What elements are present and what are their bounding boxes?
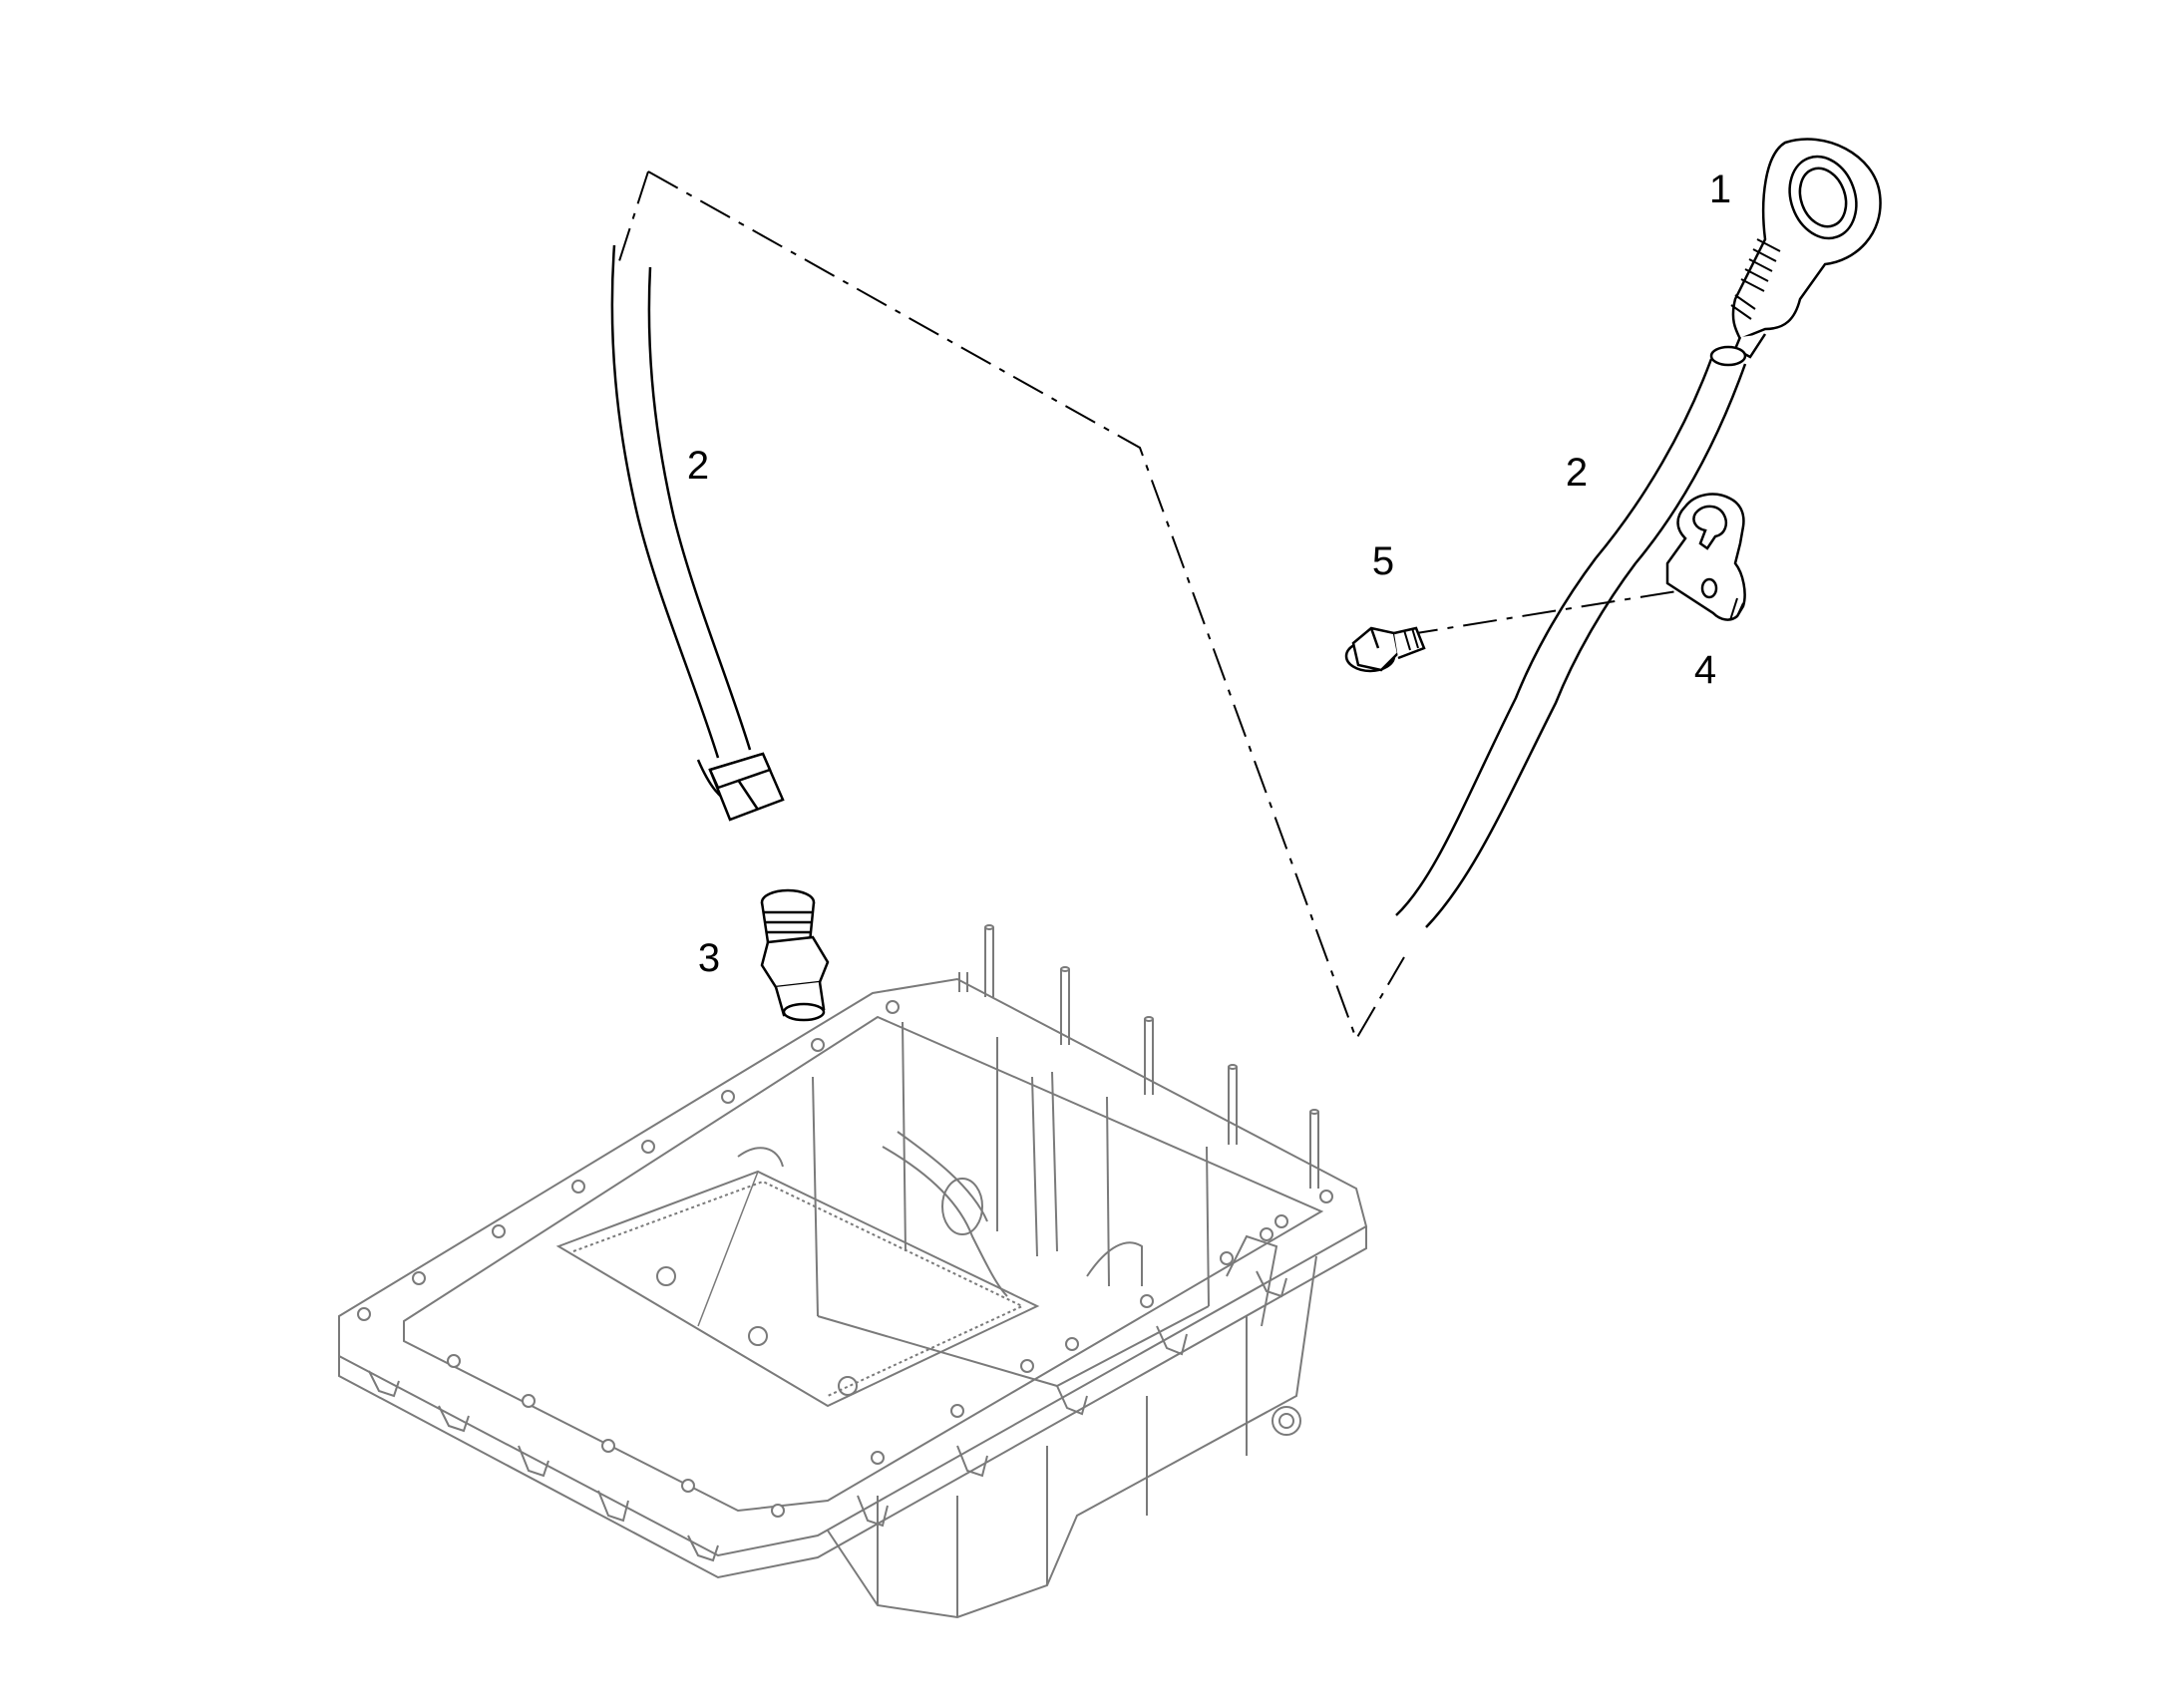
tube-bracket (1665, 493, 1746, 621)
dipstick-handle (1730, 138, 1882, 359)
oil-pan (338, 977, 1368, 1619)
oil-pan-bolt-bosses (357, 1000, 1333, 1518)
oil-pan-flange-outer (338, 977, 1368, 1557)
oil-pan-flange-inner (403, 1015, 1324, 1513)
leader-line-tube-connection (617, 171, 649, 265)
callout-3-fitting-adapter: 3 (697, 936, 721, 980)
tube-nut-hex (708, 752, 785, 822)
leader-line-tube-connection-2 (647, 171, 1405, 1042)
oil-pan-baffle-plate (555, 1170, 1040, 1408)
oil-pan-sump (827, 1255, 1317, 1619)
callout-4-tube-bracket: 4 (1693, 648, 1717, 692)
dipstick-tube-lower (610, 244, 752, 808)
callout-2-lower-tube: 2 (686, 444, 710, 488)
tube-fitting-adapter (760, 888, 830, 1022)
callout-5-flange-bolt: 5 (1371, 539, 1395, 583)
callout-2-upper-tube: 2 (1565, 451, 1589, 495)
oil-pan-studs (958, 924, 1319, 1189)
leader-line-bolt-to-bracket (1403, 587, 1696, 636)
flange-bolt (1344, 626, 1426, 673)
dipstick-tube-upper (1395, 345, 1747, 928)
callout-1-dipstick-handle: 1 (1708, 168, 1732, 211)
leader-lines (617, 171, 1696, 1042)
oil-pan-drain-plug (1272, 1406, 1301, 1436)
